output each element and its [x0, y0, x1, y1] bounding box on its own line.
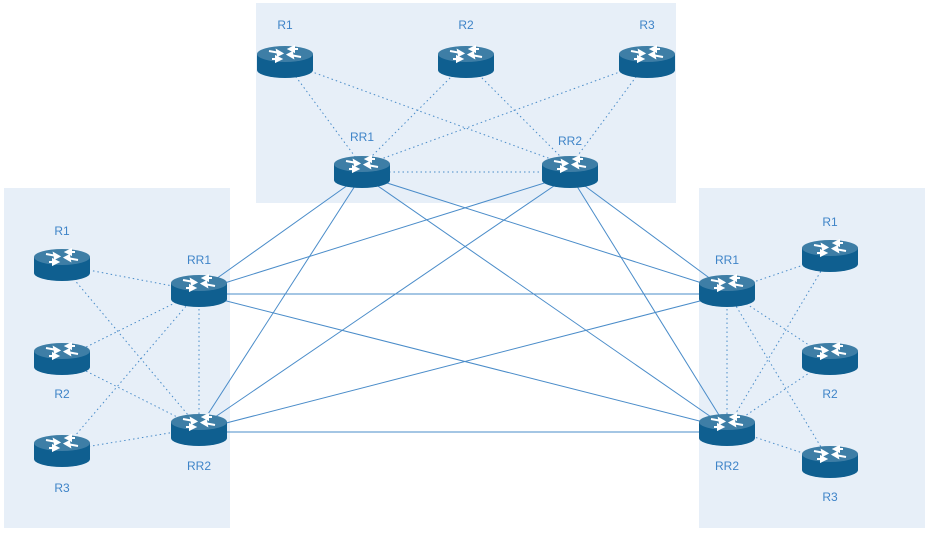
label-right-r2: R2 [822, 387, 838, 401]
label-right-r1: R1 [822, 215, 838, 229]
router-top-r1 [256, 45, 314, 79]
router-right-r3 [801, 445, 859, 479]
router-top-rr1 [333, 155, 391, 189]
router-left-rr1 [170, 274, 228, 308]
router-top-r3 [618, 45, 676, 79]
rr-mesh-links [198, 174, 728, 433]
label-left-rr1: RR1 [187, 253, 211, 267]
label-top-rr2: RR2 [558, 134, 582, 148]
router-right-rr1 [698, 274, 756, 308]
router-top-rr2 [541, 155, 599, 189]
label-top-r1: R1 [277, 18, 293, 32]
label-left-r2: R2 [54, 387, 70, 401]
router-left-r1 [33, 248, 91, 282]
router-left-r3 [33, 434, 91, 468]
label-left-r1: R1 [54, 224, 70, 238]
label-right-rr1: RR1 [715, 253, 739, 267]
label-left-rr2: RR2 [187, 459, 211, 473]
label-top-r3: R3 [639, 18, 655, 32]
label-left-r3: R3 [54, 481, 70, 495]
router-left-r2 [33, 342, 91, 376]
label-right-rr2: RR2 [715, 459, 739, 473]
router-top-r2 [437, 45, 495, 79]
router-right-r2 [801, 342, 859, 376]
label-top-r2: R2 [458, 18, 474, 32]
router-right-r1 [801, 239, 859, 273]
router-left-rr2 [170, 413, 228, 447]
label-top-rr1: RR1 [350, 130, 374, 144]
region-top [256, 3, 676, 203]
label-right-r3: R3 [822, 490, 838, 504]
router-right-rr2 [698, 413, 756, 447]
